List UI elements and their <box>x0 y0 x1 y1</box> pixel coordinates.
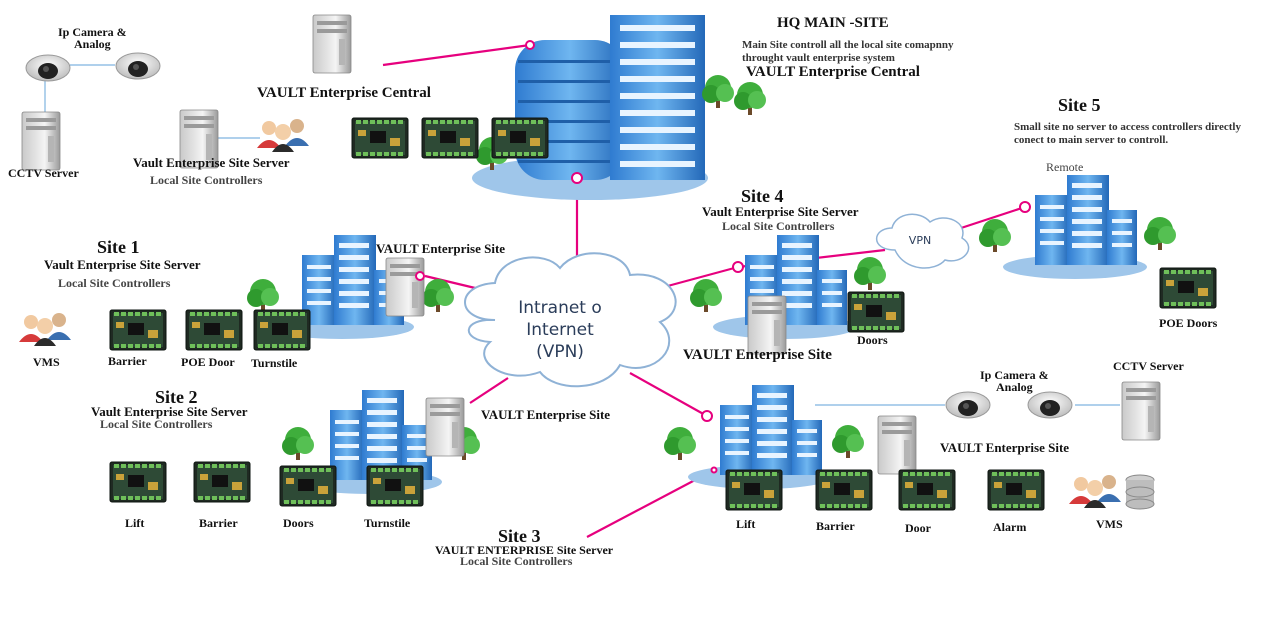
site3-server-icon <box>877 415 917 475</box>
site1-title: Site 1 <box>97 237 140 257</box>
site2-enterprise-label: VAULT Enterprise Site <box>481 407 611 422</box>
door-controller-icon <box>898 469 956 511</box>
hq-central-label: VAULT Enterprise Central <box>746 64 920 80</box>
site1-device-turnstile: Turnstile <box>251 356 298 370</box>
site1-server-icon <box>385 257 425 317</box>
cloud-line-3: (VPN) <box>536 342 584 363</box>
site3-server-label: VAULT ENTERPRISE Site Server <box>435 543 614 557</box>
hq-building <box>472 15 766 200</box>
site4-doors-label: Doors <box>857 333 888 347</box>
controller-board-icon <box>421 117 479 159</box>
vpn-cloud <box>876 213 970 269</box>
site2-device-barrier: Barrier <box>199 516 238 530</box>
local-links <box>44 64 1120 406</box>
site4-controllers-label: Local Site Controllers <box>722 219 835 233</box>
ip-camera-icon <box>25 54 71 82</box>
site4-enterprise-label: VAULT Enterprise Site <box>683 347 832 363</box>
controller-board-icon <box>491 117 549 159</box>
turnstile-controller-icon <box>253 309 311 351</box>
hq-desc-line-1: Main Site controll all the local site co… <box>742 39 954 51</box>
site1-controllers-label: Local Site Controllers <box>58 276 171 290</box>
hq-site-server-label: Vault Enterprise Site Server <box>133 155 290 170</box>
database-icon <box>1125 474 1155 510</box>
hq-cctv-label: CCTV Server <box>8 166 79 180</box>
site1-server-label: Vault Enterprise Site Server <box>44 257 201 272</box>
site3-enterprise-label: VAULT Enterprise Site <box>940 440 1070 455</box>
barrier-controller-icon <box>815 469 873 511</box>
controller-board-icon <box>351 117 409 159</box>
site5-poe-label: POE Doors <box>1159 316 1218 330</box>
site3-device-door: Door <box>905 521 931 535</box>
site3-device-vms: VMS <box>1096 517 1123 531</box>
site2-server-icon <box>425 397 465 457</box>
doors-controller-icon <box>847 291 905 333</box>
link-vpn-site5 <box>954 205 1026 232</box>
turnstile-controller-icon <box>366 465 424 507</box>
site2-device-turnstile: Turnstile <box>364 516 411 530</box>
site5-description: Small site no server to access controlle… <box>1014 121 1241 146</box>
site3-device-barrier: Barrier <box>816 519 855 533</box>
site3-controllers-label: Local Site Controllers <box>460 554 573 568</box>
site3-device-lift: Lift <box>736 517 756 531</box>
site3-cctv-label: CCTV Server <box>1113 359 1184 373</box>
link-cloud-site4 <box>663 265 739 289</box>
link-cloud-site3 <box>629 372 708 417</box>
site2-title: Site 2 <box>155 387 198 407</box>
cloud-line-1: Intranet o <box>518 298 602 318</box>
poe-door-controller-icon <box>185 309 243 351</box>
site4-title: Site 4 <box>741 186 784 206</box>
site1-enterprise-label: VAULT Enterprise Site <box>376 241 506 256</box>
hq-controllers-label: Local Site Controllers <box>150 173 263 187</box>
central-label: VAULT Enterprise Central <box>257 85 431 101</box>
vms-icon <box>19 313 71 346</box>
ip-camera-icon <box>945 391 991 419</box>
cloud-label: Intranet o Internet (VPN) <box>505 297 615 363</box>
hq-camera-label: Ip Camera & Analog <box>58 25 127 51</box>
site3-camera-label: Ip Camera & Analog <box>980 368 1049 394</box>
barrier-controller-icon <box>109 309 167 351</box>
site1-device-vms: VMS <box>33 355 60 369</box>
link-cloud-site2 <box>469 377 509 404</box>
doors-controller-icon <box>279 465 337 507</box>
cctv-server-icon <box>21 111 61 171</box>
site5-title: Site 5 <box>1058 95 1101 115</box>
ip-camera-icon <box>1027 391 1073 419</box>
operators-icon <box>257 119 309 152</box>
lift-controller-icon <box>109 461 167 503</box>
site5-building <box>1003 175 1147 279</box>
site1-device-barrier: Barrier <box>108 354 147 368</box>
lift-controller-icon <box>725 469 783 511</box>
cctv-server-icon <box>1121 381 1161 441</box>
cloud-line-2: Internet <box>526 320 594 341</box>
site4-server-icon <box>747 295 787 355</box>
site4-server-label: Vault Enterprise Site Server <box>702 204 859 219</box>
site5-remote-label: Remote <box>1046 160 1084 174</box>
link-hq-central-server <box>382 43 531 67</box>
hq-description: Main Site controll all the local site co… <box>742 39 1042 64</box>
site2-device-lift: Lift <box>125 516 145 530</box>
internet-cloud <box>464 252 677 388</box>
vms-icon <box>1069 475 1121 508</box>
alarm-controller-icon <box>987 469 1045 511</box>
ip-camera-icon <box>115 52 161 80</box>
hq-title: HQ MAIN -SITE <box>777 15 889 31</box>
barrier-controller-icon <box>193 461 251 503</box>
central-server-icon <box>312 14 352 74</box>
hq-desc-line-2: throught vault enterprise system <box>742 51 895 64</box>
site3-device-alarm: Alarm <box>993 520 1027 534</box>
link-nodes <box>415 40 1031 474</box>
site2-device-doors: Doors <box>283 516 314 530</box>
site2-server-label: Vault Enterprise Site Server <box>91 404 248 419</box>
poe-doors-controller-icon <box>1159 267 1217 309</box>
site1-device-poe-door: POE Door <box>181 355 235 369</box>
site3-title: Site 3 <box>498 526 541 546</box>
vpn-label: VPN <box>908 234 932 247</box>
site2-controllers-label: Local Site Controllers <box>100 417 213 431</box>
